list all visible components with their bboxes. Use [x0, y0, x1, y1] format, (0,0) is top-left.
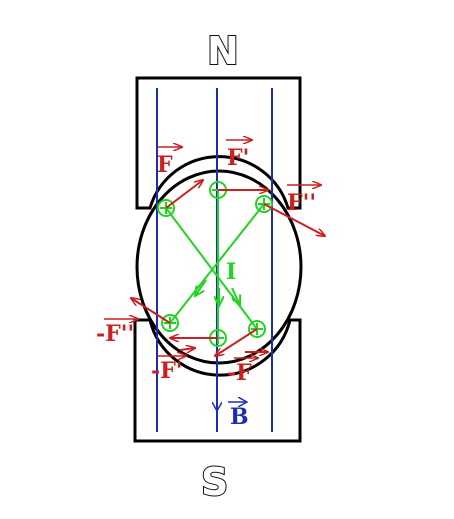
- north-pole-piece: [135, 76, 302, 210]
- field-label-b: B: [230, 404, 249, 430]
- force-arrow-top-right: [263, 203, 325, 236]
- force-labels: F F' F'' -F'' -F' -F: [96, 140, 321, 386]
- south-pole-piece: [133, 318, 302, 443]
- force-arrow-bottom-right: [215, 328, 258, 356]
- force-arrow-bottom-left: [131, 298, 171, 324]
- label-f-top-center: F': [227, 145, 249, 171]
- label-f-bottom-left: -F'': [96, 321, 134, 347]
- current-arrow-right: [231, 287, 240, 305]
- south-pole-label: S: [201, 460, 228, 504]
- conductors: [157, 181, 273, 347]
- current-paths: [165, 190, 265, 338]
- current-arrow-left: [195, 279, 207, 296]
- label-f-bottom-right: -F: [227, 360, 252, 386]
- label-f-top-right: F'': [287, 190, 316, 216]
- force-arrow-top-left: [165, 180, 203, 209]
- force-arrow-bottom-center-short: [179, 348, 195, 350]
- armature-circle: [135, 169, 303, 365]
- label-f-bottom-center: -F': [151, 358, 183, 384]
- force-arrows: [131, 180, 325, 356]
- north-pole-label: N: [207, 29, 239, 73]
- label-f-top-left: F: [157, 152, 173, 178]
- current-label: I: [226, 259, 236, 285]
- current-line-a: [165, 207, 258, 330]
